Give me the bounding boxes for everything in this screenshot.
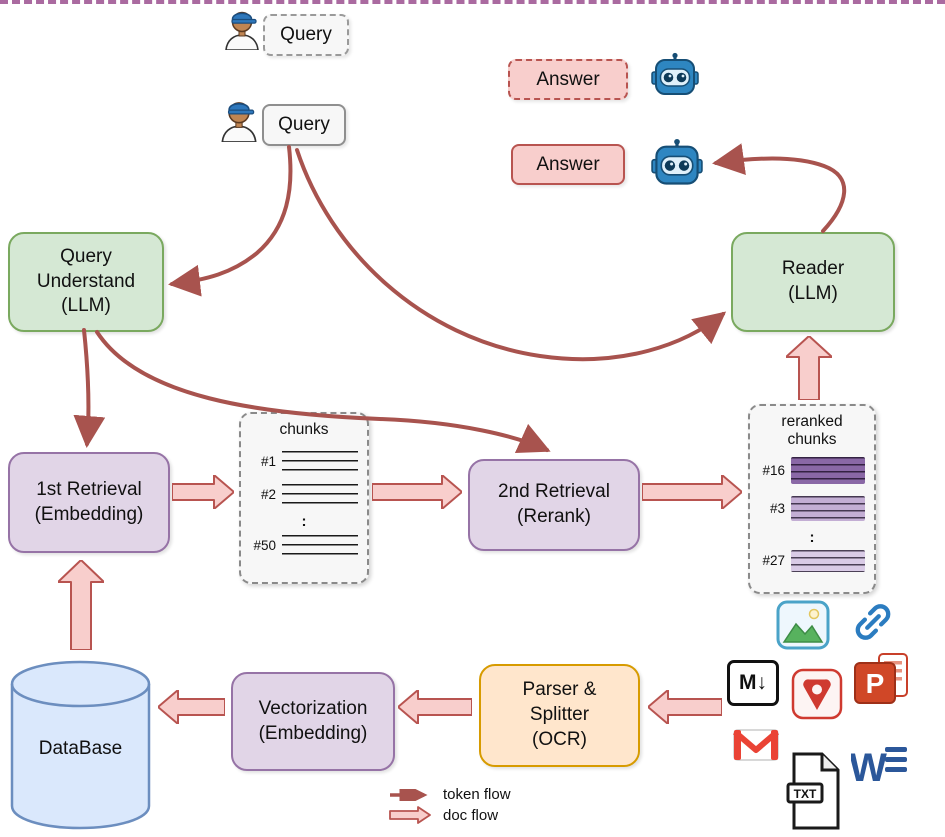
answer-draft-box: Answer [508,59,628,100]
database-label: DataBase [38,738,123,759]
legend-doc-flow-label: doc flow [443,806,499,824]
chunk-ellipsis: : [809,528,815,546]
doc-flow-arrow-vectorization-to-database [158,690,225,724]
answer-box: Answer [511,144,625,185]
chunk-lines [791,456,865,484]
svg-text:TXT: TXT [794,787,817,801]
second-retrieval-box: 2nd Retrieval (Rerank) [468,459,640,551]
chunk-label: #3 [769,500,785,516]
chunks-title: chunks [279,421,329,438]
chunk-lines [282,534,358,556]
doc-flow-arrow-files-to-parser [648,690,722,724]
doc-flow-arrow-database-to-retrieval [58,560,104,650]
legend-doc-flow: doc flow [388,806,511,824]
legend: token flow doc flow [388,786,511,824]
robot-icon-draft [651,52,699,95]
pdf-icon [791,668,843,720]
parser-splitter-box: Parser & Splitter (OCR) [479,664,640,767]
powerpoint-icon: P [854,653,908,704]
gmail-icon [733,729,779,761]
database-cylinder [10,660,151,830]
chunk-ellipsis: : [301,512,307,530]
reader-box: Reader (LLM) [731,232,895,332]
user-icon-draft [225,11,259,50]
vectorization-box: Vectorization (Embedding) [231,672,395,771]
reranked-chunks-box: reranked chunks #16 #3 : #27 [748,404,876,594]
legend-token-flow: token flow [388,786,511,803]
txt-file-icon: TXT [786,752,840,830]
phase-separator-line [0,0,945,4]
chunks-box: chunks #1 #2 : #50 [239,412,369,584]
image-icon [776,600,830,650]
chunk-row: #1 [248,450,358,472]
chunk-lines [791,495,865,521]
svg-text:P: P [866,668,885,699]
chunk-row: #3 [757,495,865,521]
chunk-label: #27 [762,553,785,569]
doc-flow-arrow-chunks-to-rerank [372,475,462,509]
token-flow-sample-arrow [390,788,428,801]
chunk-label: #1 [260,453,276,469]
word-icon: W [851,746,907,790]
first-retrieval-box: 1st Retrieval (Embedding) [8,452,170,553]
svg-text:W: W [851,746,887,790]
doc-flow-arrow-rerank-to-reranked [642,475,742,509]
token-arrow-query-to-understand [168,145,293,297]
query-draft-box: Query [263,14,349,56]
token-arrow-understand-to-first-retrieval [73,328,106,448]
link-icon [855,604,891,640]
chunk-label: #50 [253,537,276,553]
legend-token-flow-label: token flow [443,786,511,803]
query-understand-box: Query Understand (LLM) [8,232,164,332]
chunk-lines [791,549,865,572]
chunk-row: #27 [757,549,865,572]
robot-icon [651,138,703,185]
chunk-lines [282,483,358,505]
chunk-row: #2 [248,483,358,505]
query-box: Query [262,104,346,146]
doc-flow-arrow-parser-to-vectorization [398,690,472,724]
doc-flow-arrow-retrieval-to-chunks [172,475,234,509]
doc-flow-arrow-reranked-to-reader [786,336,832,400]
token-arrow-reader-to-answer [712,143,847,233]
reranked-chunks-title: reranked chunks [781,413,843,448]
chunk-row: #50 [248,534,358,556]
chunk-label: #16 [762,462,785,478]
markdown-icon: M↓ [727,660,779,706]
chunk-label: #2 [260,486,276,502]
user-icon [221,102,257,142]
doc-flow-sample-arrow [389,806,431,824]
chunk-lines [282,450,358,472]
chunk-row: #16 [757,456,865,484]
